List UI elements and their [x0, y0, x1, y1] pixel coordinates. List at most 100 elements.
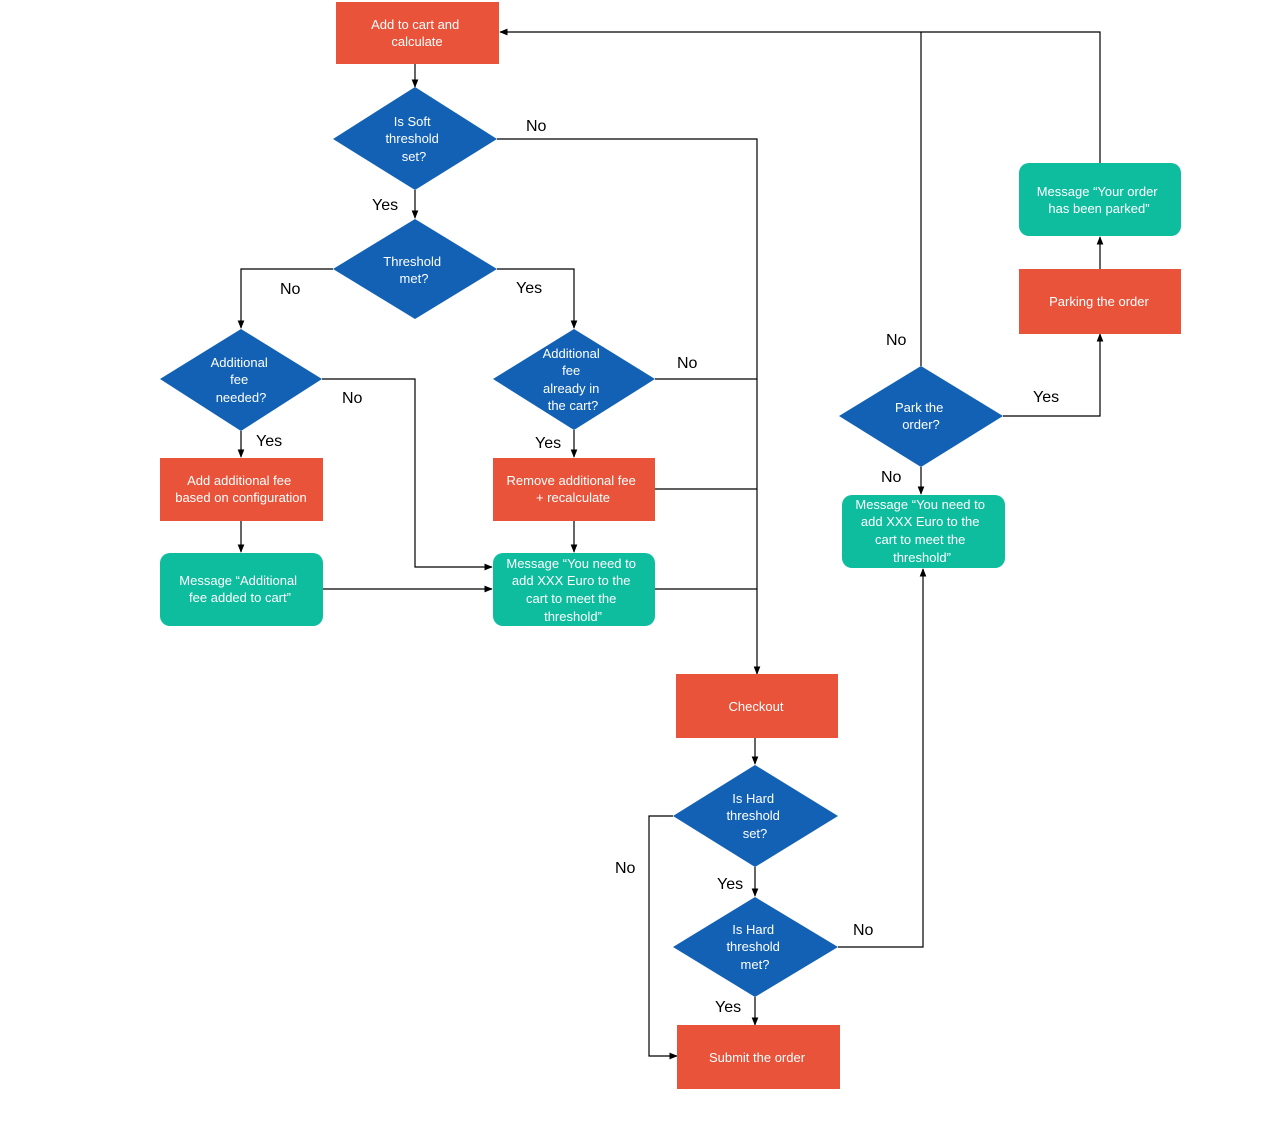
label-line: met?	[741, 957, 770, 972]
label-fee-needed-no: No	[342, 390, 363, 407]
label-line: threshold”	[544, 609, 602, 624]
edges	[237, 28, 1104, 1060]
label-met-yes: Yes	[516, 280, 542, 297]
label-park-no-down: No	[881, 469, 902, 486]
label-line: Add additional fee	[187, 473, 291, 488]
label-line: fee added to cart”	[189, 590, 291, 605]
node-label: Add to cart and calculate	[371, 17, 463, 49]
node-soft-set: Is Soft threshold set?	[333, 87, 497, 190]
node-label: Threshold met?	[383, 254, 444, 286]
label-line: Additional	[211, 355, 268, 370]
node-label: Message “Additional fee added to cart”	[179, 573, 300, 605]
label-line: Is Soft	[394, 114, 431, 129]
label-park-yes: Yes	[1033, 389, 1059, 406]
label-hard-set-no: No	[615, 860, 636, 877]
label-line: fee	[562, 363, 580, 378]
edge-labels: No Yes No Yes No Yes No Yes No Yes No Ye…	[256, 118, 1059, 1016]
label-line: the cart?	[548, 398, 599, 413]
label-line: needed?	[216, 390, 267, 405]
label-line: add XXX Euro to the	[512, 573, 631, 588]
label-line: cart to meet the	[526, 591, 616, 606]
label-line: Message “Additional	[179, 573, 297, 588]
label-soft-yes: Yes	[372, 197, 398, 214]
node-label: Submit the order	[709, 1050, 806, 1065]
node-checkout: Checkout	[676, 674, 838, 738]
label-line: Is Hard	[732, 922, 774, 937]
edge-fee-needed-no	[322, 378, 493, 571]
edge-parked-to-add	[499, 28, 1101, 163]
node-label: Message “You need to add XXX Euro to the…	[855, 497, 988, 565]
node-label: Checkout	[729, 699, 784, 714]
label-line: order?	[902, 417, 940, 432]
label-line: Remove additional fee	[507, 473, 636, 488]
label-line: fee	[230, 372, 248, 387]
node-add-to-cart: Add to cart and calculate	[336, 2, 499, 64]
edge-met-no	[237, 268, 333, 329]
process-box	[677, 1025, 840, 1089]
label-line: Parking the order	[1049, 294, 1149, 309]
node-label: Is Hard threshold met?	[726, 922, 783, 972]
label-line: add XXX Euro to the	[861, 514, 980, 529]
edge-soft-no	[497, 138, 761, 675]
node-label: Message “Your order has been parked”	[1037, 184, 1162, 216]
process-box	[160, 458, 323, 521]
decision-diamond	[673, 765, 838, 867]
node-label: Parking the order	[1049, 294, 1149, 309]
message-box	[160, 553, 323, 626]
label-line: threshold	[726, 939, 779, 954]
label-soft-no: No	[526, 118, 547, 135]
decision-diamond	[673, 897, 838, 997]
node-label: Message “You need to add XXX Euro to the…	[506, 556, 639, 624]
node-msg-need-2: Message “You need to add XXX Euro to the…	[842, 495, 1005, 568]
label-line: Additional	[543, 346, 600, 361]
label-line: already in	[543, 381, 599, 396]
message-box	[493, 553, 655, 626]
label-hard-set-yes: Yes	[717, 876, 743, 893]
node-submit: Submit the order	[677, 1025, 840, 1089]
label-line: + recalculate	[536, 490, 610, 505]
message-box	[1019, 163, 1181, 236]
label-line: calculate	[391, 34, 442, 49]
label-fee-in-cart-yes: Yes	[535, 435, 561, 452]
node-label: Additional fee needed?	[211, 355, 272, 405]
label-line: threshold	[385, 131, 438, 146]
process-box	[676, 674, 838, 738]
label-fee-in-cart-no: No	[677, 355, 698, 372]
node-remove-fee: Remove additional fee + recalculate	[493, 458, 655, 521]
node-label: Add additional fee based on configuratio…	[175, 473, 307, 505]
nodes: Add to cart and calculate Is Soft thresh…	[160, 2, 1181, 1089]
label-line: Message “You need to	[855, 497, 985, 512]
label-met-no: No	[280, 281, 301, 298]
label-line: cart to meet the	[875, 532, 965, 547]
label-line: Checkout	[729, 699, 784, 714]
label-line: Message “You need to	[506, 556, 636, 571]
node-park: Park the order?	[839, 366, 1003, 467]
label-line: Is Hard	[732, 791, 774, 806]
edge-hard-met-no	[838, 568, 927, 948]
node-label: Remove additional fee + recalculate	[507, 473, 640, 505]
message-box	[842, 495, 1005, 568]
label-line: Threshold	[383, 254, 441, 269]
decision-diamond	[160, 329, 322, 431]
label-line: Message “Your order	[1037, 184, 1159, 199]
label-line: met?	[400, 271, 429, 286]
label-line: threshold	[726, 808, 779, 823]
decision-diamond	[333, 87, 497, 190]
label-hard-met-no: No	[853, 922, 874, 939]
label-line: set?	[743, 826, 768, 841]
node-label: Is Soft threshold set?	[385, 114, 442, 164]
label-hard-met-yes: Yes	[715, 999, 741, 1016]
decision-diamond	[493, 329, 655, 430]
edge-met-yes	[497, 268, 578, 329]
node-label: Additional fee already in the cart?	[543, 346, 604, 413]
node-msg-need-1: Message “You need to add XXX Euro to the…	[493, 553, 655, 626]
node-hard-set: Is Hard threshold set?	[673, 765, 838, 867]
node-fee-in-cart: Additional fee already in the cart?	[493, 329, 655, 430]
label-line: has been parked”	[1048, 201, 1149, 216]
process-box	[493, 458, 655, 521]
edge-hard-set-no	[648, 815, 678, 1060]
node-label: Park the order?	[895, 400, 947, 432]
edge-park-yes	[1003, 333, 1104, 417]
label-line: Add to cart and	[371, 17, 459, 32]
